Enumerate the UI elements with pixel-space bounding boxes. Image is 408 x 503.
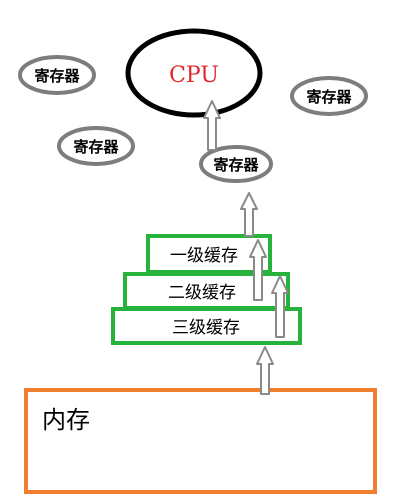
arrow-up-icon	[240, 192, 258, 237]
arrow-up-icon	[256, 346, 274, 395]
register-node-left-top: 寄存器	[18, 55, 96, 95]
register-label: 寄存器	[73, 138, 119, 156]
cache-l1-label: 一级缓存	[170, 246, 238, 266]
arrow-up-icon	[249, 239, 267, 301]
cache-l1-box	[146, 234, 272, 274]
arrow-up-icon	[203, 100, 221, 151]
register-node-right: 寄存器	[290, 76, 368, 116]
register-label: 寄存器	[213, 156, 259, 174]
register-label: 寄存器	[34, 67, 80, 85]
cache-l3-label: 三级缓存	[172, 318, 240, 338]
memory-label: 内存	[42, 406, 90, 434]
register-node-left-mid: 寄存器	[57, 126, 135, 166]
register-ellipse	[18, 55, 96, 95]
cache-l3: 三级缓存	[111, 307, 302, 345]
cpu-ellipse	[125, 28, 263, 118]
cpu-node: CPU	[125, 28, 263, 118]
cache-l1: 一级缓存	[146, 234, 272, 274]
cache-l2: 二级缓存	[123, 272, 290, 310]
register-node-center: 寄存器	[199, 145, 273, 183]
cpu-label: CPU	[169, 63, 219, 88]
memory-node: 内存	[24, 388, 377, 494]
register-label: 寄存器	[306, 88, 352, 106]
arrow-up-icon	[271, 275, 289, 338]
register-ellipse	[199, 145, 273, 183]
cache-l2-label: 二级缓存	[168, 283, 236, 303]
register-ellipse	[57, 126, 135, 166]
register-ellipse	[290, 76, 368, 116]
memory-box	[24, 388, 377, 494]
cache-l3-box	[111, 307, 302, 345]
